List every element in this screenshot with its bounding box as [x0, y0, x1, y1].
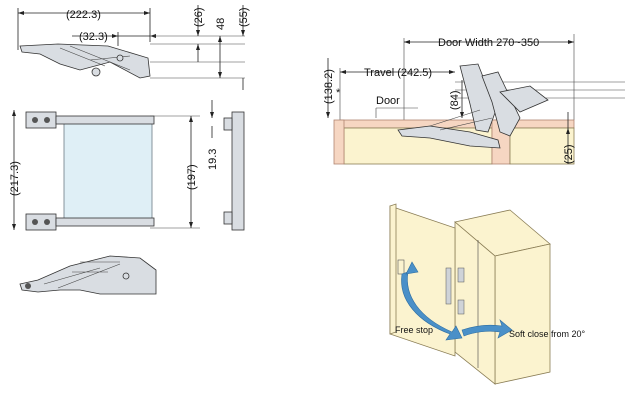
label-free-stop: Free stop — [395, 325, 433, 335]
free-stop-arrow-icon — [401, 271, 463, 341]
dim-h197: (197) — [186, 164, 198, 190]
bottom-mount-plate — [25, 213, 57, 231]
top-side-view: (222.3) (32.3) (26) 48 (55) — [17, 5, 250, 90]
dim-h84: (84) — [449, 90, 461, 110]
dim-h55: (55) — [238, 7, 250, 27]
side-profile-rail — [231, 111, 245, 231]
dim-h25: (25) — [563, 144, 575, 164]
star-marker: * — [336, 87, 341, 99]
install-hinge-arm — [397, 125, 501, 149]
label-door-width: Door Width 270~350 — [438, 37, 539, 49]
top-mount-plate — [25, 111, 57, 129]
cabinet-side-face — [494, 243, 551, 385]
front-view: (217.3) (197) 19.3 — [9, 100, 245, 231]
label-door: Door — [376, 95, 400, 107]
label-soft-close: Soft close from 20° — [509, 329, 586, 339]
dim-h217: (217.3) — [9, 161, 21, 196]
dim-offset: (32.3) — [79, 31, 108, 43]
soft-close-arrow-icon — [461, 319, 513, 339]
dim-h138: (138.2) — [323, 69, 335, 104]
isometric-cabinet: Free stop Soft close from 20° — [389, 203, 586, 385]
pivot-icon — [91, 67, 101, 77]
hinge-closed-body — [19, 255, 157, 295]
closed-hinge-view — [19, 255, 157, 295]
dim-h26: (26) — [193, 7, 205, 27]
door-panel — [63, 121, 153, 223]
installation-section: Door Width 270~350 Travel (242.5) (138.2… — [323, 34, 625, 165]
dim-h193: 19.3 — [207, 149, 219, 170]
dim-h48: 48 — [215, 18, 227, 30]
dim-overall-depth: (222.3) — [66, 9, 101, 21]
cabinet-top — [339, 119, 575, 129]
label-travel: Travel (242.5) — [364, 67, 432, 79]
hinge-side-body — [19, 43, 151, 79]
